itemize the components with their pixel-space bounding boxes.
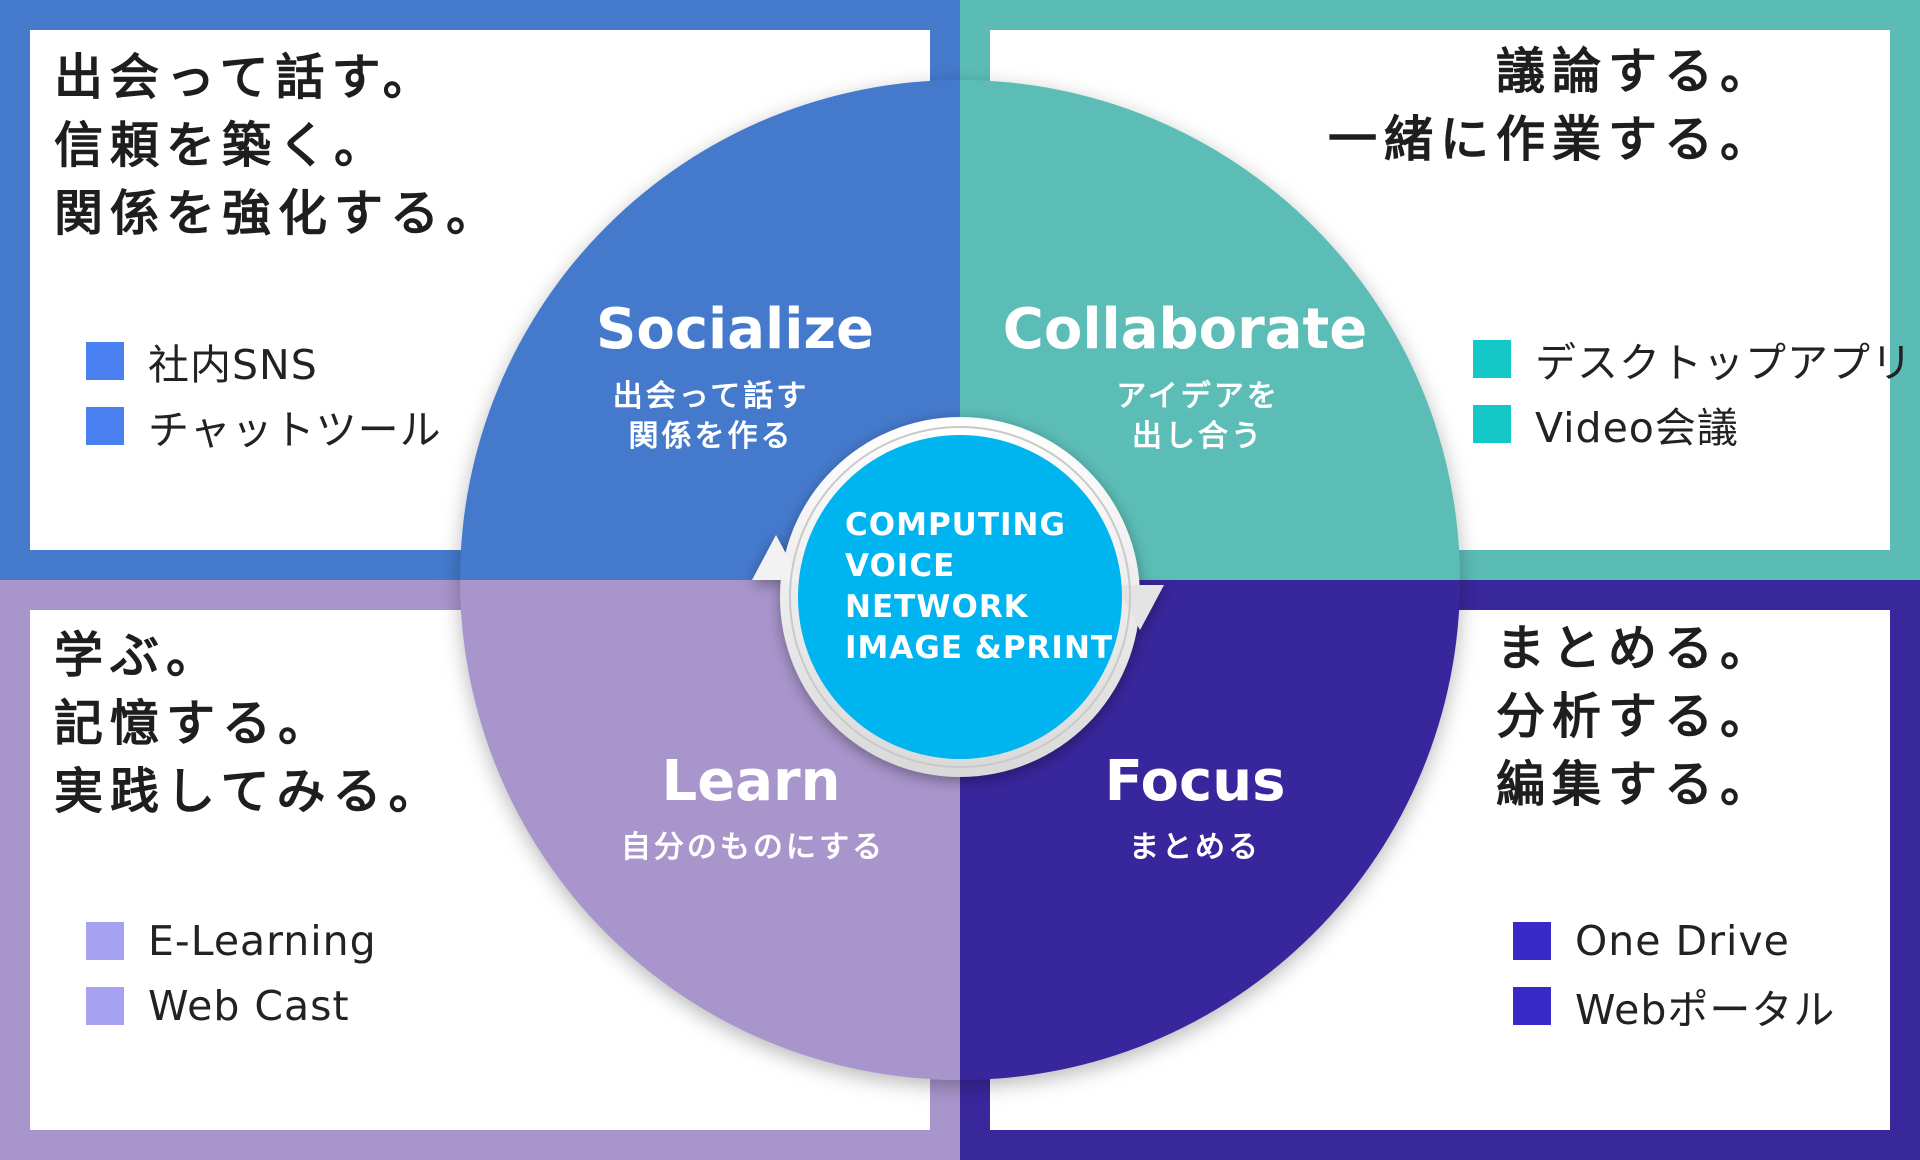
- learn-tools-list: E-Learning Web Cast: [86, 908, 377, 1038]
- headline-line: 関係を強化する。: [54, 185, 503, 242]
- headline-line: 記憶する。: [54, 695, 335, 752]
- learn-subtitle: 自分のものにする: [621, 830, 885, 865]
- tool-label: チャットツール: [148, 405, 442, 454]
- tool-item: One Drive: [1513, 908, 1835, 973]
- headline-line: 分析する。: [1495, 688, 1776, 745]
- socialize-subtitle: 関係を作る: [629, 419, 794, 454]
- tool-label: Web Cast: [148, 981, 350, 1030]
- headline-line: 一緒に作業する。: [1327, 111, 1776, 168]
- tool-item: Video会議: [1473, 391, 1913, 456]
- focus-title: Focus: [1105, 749, 1286, 814]
- cycle-arrow-right-icon: [1116, 585, 1164, 630]
- square-marker-icon: [1513, 986, 1551, 1025]
- socialize-tools-list: 社内SNS チャットツール: [86, 328, 442, 458]
- center-label: NETWORK: [845, 589, 1029, 625]
- square-marker-icon: [86, 406, 124, 445]
- socialize-segment: [460, 80, 960, 580]
- tool-label: E-Learning: [148, 916, 377, 965]
- tool-item: 社内SNS: [86, 328, 442, 393]
- headline-line: 編集する。: [1495, 756, 1776, 813]
- ring-inner-edge: [789, 426, 1131, 768]
- square-marker-icon: [1473, 339, 1511, 378]
- center-label: COMPUTING: [845, 507, 1066, 543]
- collaborate-subtitle: 出し合う: [1132, 419, 1264, 454]
- socialize-headline: 出会って話す。 信頼を築く。 関係を強化する。: [54, 44, 502, 248]
- socialize-subtitle: 出会って話す: [613, 379, 810, 414]
- center-label: IMAGE &PRINT: [845, 630, 1113, 666]
- tool-label: デスクトップアプリ: [1535, 338, 1913, 387]
- square-marker-icon: [86, 341, 124, 380]
- square-marker-icon: [1513, 921, 1551, 960]
- square-marker-icon: [86, 986, 124, 1025]
- headline-line: 議論する。: [1495, 43, 1776, 100]
- square-marker-icon: [86, 921, 124, 960]
- tool-label: 社内SNS: [148, 340, 318, 389]
- center-circle: [798, 435, 1122, 759]
- learn-title: Learn: [662, 749, 841, 814]
- focus-subtitle: まとめる: [1129, 830, 1261, 865]
- socialize-title: Socialize: [596, 297, 874, 362]
- focus-tools-list: One Drive Webポータル: [1513, 908, 1835, 1038]
- tool-label: One Drive: [1575, 916, 1790, 965]
- collaborate-subtitle: アイデアを: [1116, 379, 1280, 414]
- collaborate-tools-list: デスクトップアプリ Video会議: [1473, 326, 1913, 456]
- focus-headline: まとめる。 分析する。 編集する。: [1496, 615, 1776, 819]
- center-label: VOICE: [845, 548, 955, 584]
- tool-label: Video会議: [1535, 403, 1739, 452]
- headline-line: 信頼を築く。: [54, 117, 391, 174]
- headline-line: 出会って話す。: [54, 49, 439, 106]
- square-marker-icon: [1473, 404, 1511, 443]
- tool-item: Webポータル: [1513, 973, 1835, 1038]
- headline-line: 実践してみる。: [54, 763, 445, 820]
- tool-label: Webポータル: [1575, 985, 1836, 1034]
- collaborate-headline: 議論する。 一緒に作業する。: [1328, 38, 1776, 174]
- tool-item: Web Cast: [86, 973, 377, 1038]
- tool-item: デスクトップアプリ: [1473, 326, 1913, 391]
- tool-item: E-Learning: [86, 908, 377, 973]
- headline-line: 学ぶ。: [54, 627, 223, 684]
- tool-item: チャットツール: [86, 393, 442, 458]
- collaborate-segment: [960, 80, 1460, 580]
- learn-headline: 学ぶ。 記憶する。 実践してみる。: [54, 622, 445, 826]
- cycle-arrow-left-icon: [752, 535, 800, 580]
- headline-line: まとめる。: [1495, 620, 1776, 677]
- collaborate-title: Collaborate: [1003, 297, 1367, 362]
